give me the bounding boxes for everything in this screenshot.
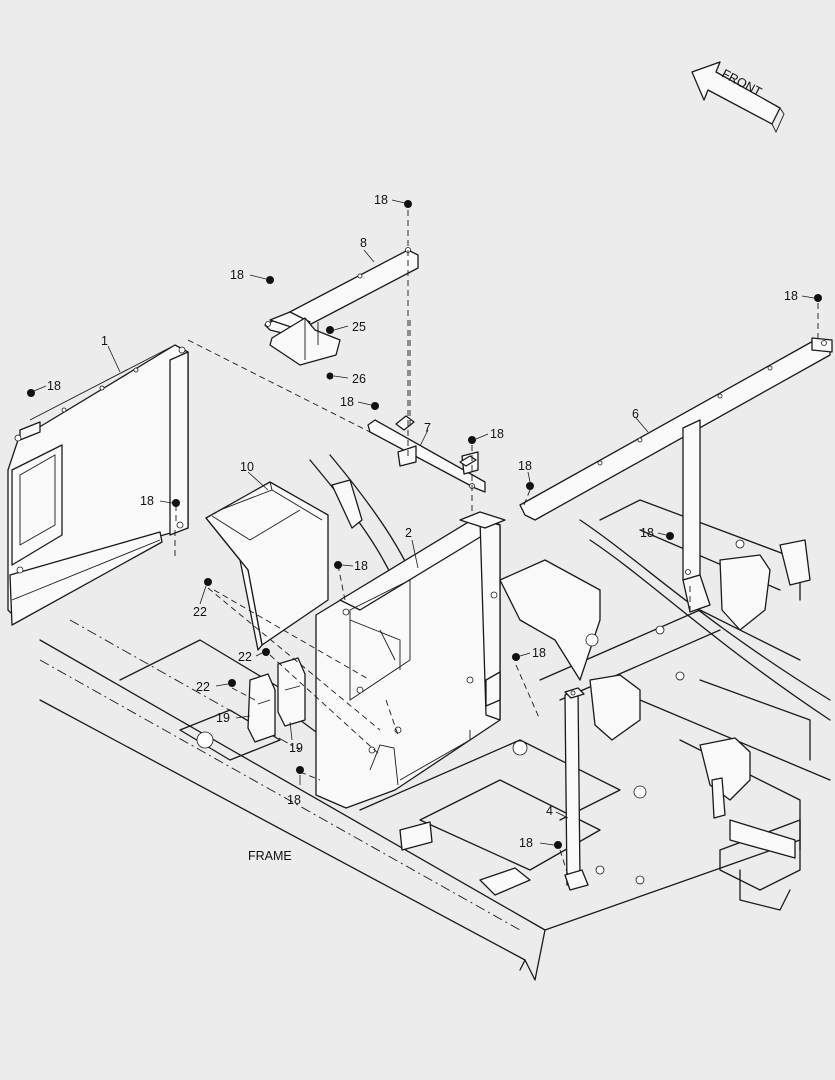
part-1-left-panel bbox=[7, 344, 189, 626]
callout-6: 6 bbox=[632, 407, 639, 421]
assembly-guide-lines bbox=[174, 210, 819, 876]
part-4-post bbox=[564, 687, 589, 891]
bolt-22c bbox=[228, 679, 236, 687]
callout-25: 25 bbox=[352, 320, 366, 334]
callout-leaders bbox=[33, 199, 815, 846]
callout-18-post: 18 bbox=[640, 526, 654, 540]
front-direction-arrow: FRONT bbox=[691, 61, 785, 134]
bolt-18-post bbox=[666, 532, 674, 540]
bolt-22a bbox=[204, 578, 212, 586]
bolt-18-base bbox=[296, 766, 304, 774]
bolt-18-stay8 bbox=[266, 276, 274, 284]
callout-18-top: 18 bbox=[374, 193, 388, 207]
part-6-stay bbox=[519, 337, 833, 613]
bolt-18-panel1 bbox=[27, 389, 35, 397]
part-2-right-panel bbox=[315, 511, 506, 809]
callout-18-post4: 18 bbox=[519, 836, 533, 850]
bolt-18-stay7b bbox=[468, 436, 476, 444]
bolt-18-frame bbox=[512, 653, 520, 661]
part-7-stay bbox=[367, 415, 486, 493]
callout-18-stay7b: 18 bbox=[490, 427, 504, 441]
callout-18-panel2: 18 bbox=[354, 559, 368, 573]
callout-18-right: 18 bbox=[784, 289, 798, 303]
callout-1: 1 bbox=[101, 334, 108, 348]
callout-labels: 1 2 4 6 7 8 10 18 18 18 18 18 18 18 18 1… bbox=[47, 193, 798, 863]
callout-18-stay7: 18 bbox=[340, 395, 354, 409]
frame bbox=[39, 454, 831, 981]
part-10-duct bbox=[205, 481, 329, 651]
frame-label: FRAME bbox=[248, 849, 292, 863]
nut-26 bbox=[326, 372, 334, 380]
bolt-18-panel1b bbox=[172, 499, 180, 507]
callout-4: 4 bbox=[546, 804, 553, 818]
callout-26: 26 bbox=[352, 372, 366, 386]
callout-18-frame: 18 bbox=[532, 646, 546, 660]
callout-19b: 19 bbox=[289, 741, 303, 755]
callout-7: 7 bbox=[424, 421, 431, 435]
bolt-18-panel2 bbox=[334, 561, 342, 569]
part-19-pads bbox=[247, 657, 306, 743]
callout-22a: 22 bbox=[193, 605, 207, 619]
bolt-22b bbox=[262, 648, 270, 656]
callout-8: 8 bbox=[360, 236, 367, 250]
callout-22c: 22 bbox=[196, 680, 210, 694]
callout-10: 10 bbox=[240, 460, 254, 474]
bolt-18-top bbox=[404, 200, 412, 208]
bolt-18-right bbox=[814, 294, 822, 302]
callout-2: 2 bbox=[405, 526, 412, 540]
bolt-18-stay6 bbox=[526, 482, 534, 490]
bolt-18-post4 bbox=[554, 841, 562, 849]
bolt-25 bbox=[326, 326, 334, 334]
callout-18-base: 18 bbox=[287, 793, 301, 807]
bolt-18-stay7 bbox=[371, 402, 379, 410]
fasteners bbox=[27, 200, 822, 849]
callout-22b: 22 bbox=[238, 650, 252, 664]
callout-18-stay6: 18 bbox=[518, 459, 532, 473]
callout-19a: 19 bbox=[216, 711, 230, 725]
callout-18-panel1: 18 bbox=[47, 379, 61, 393]
callout-18-panel1b: 18 bbox=[140, 494, 154, 508]
callout-18-stay8: 18 bbox=[230, 268, 244, 282]
part-8-stay bbox=[264, 247, 419, 366]
